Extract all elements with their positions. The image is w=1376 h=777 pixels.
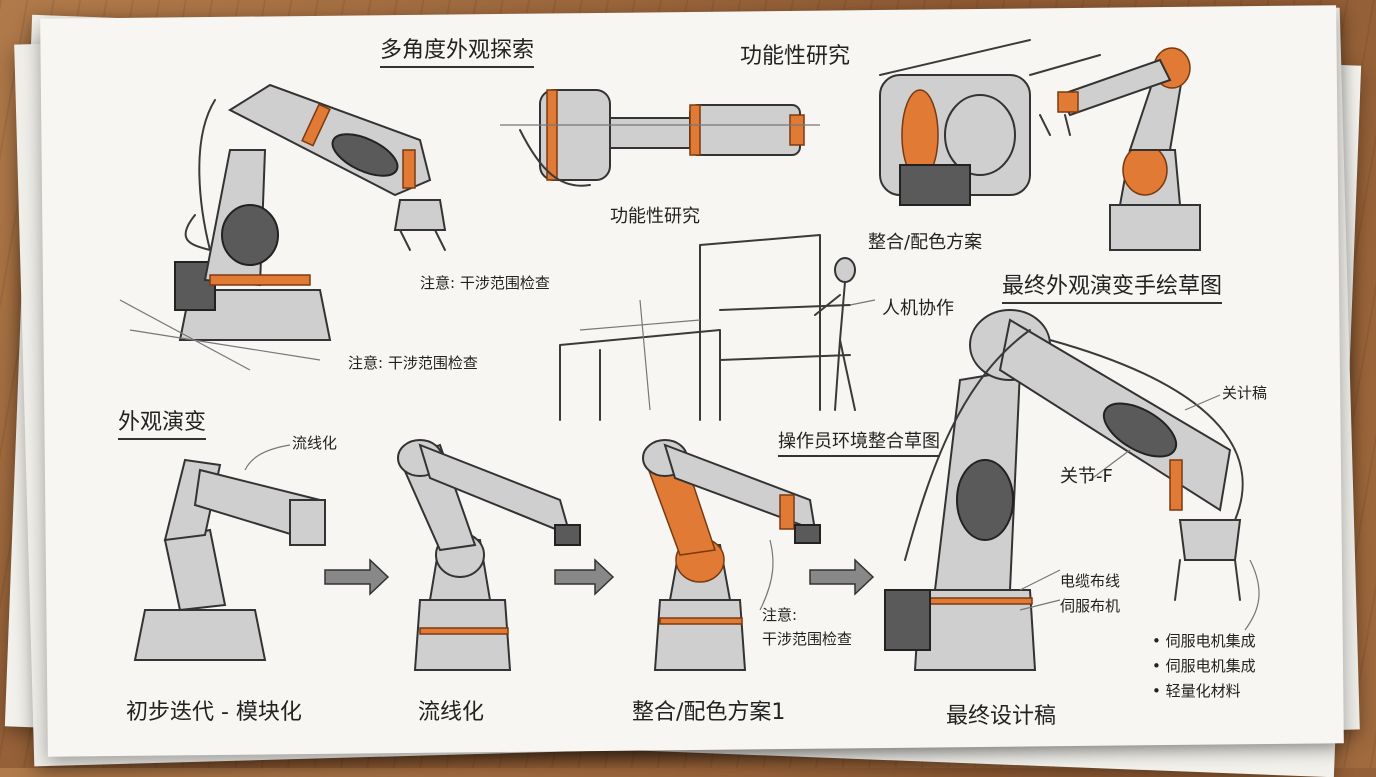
stage-label-1: 初步迭代 - 模块化 <box>126 700 302 725</box>
joint-cross-section-sketch <box>879 39 1101 206</box>
note-interference-1: 注意: 干涉范围检查 <box>420 274 550 292</box>
robot-evolution-1 <box>133 458 326 661</box>
feature-item-3: • 轻量化材料 <box>1152 682 1241 700</box>
callout-key-draft: 关计稿 <box>1222 384 1268 402</box>
note-interference-3-line2: 干涉范围检查 <box>762 630 853 648</box>
robot-evolution-final <box>884 309 1244 671</box>
stage-label-4: 最终设计稿 <box>946 704 1057 729</box>
callout-joint-f: 关节-F <box>1060 466 1113 487</box>
title-multi-angle: 多角度外观探索 <box>380 32 535 68</box>
robot-arm-sketch-topleft <box>119 83 447 371</box>
robot-arm-sketch-horizontal <box>500 89 820 187</box>
callout-servo-routing: 伺服布机 <box>1060 597 1121 615</box>
note-integration-color: 整合/配色方案 <box>868 232 983 253</box>
evolution-arrows <box>324 558 875 596</box>
robot-arm-sketch-topright <box>1039 47 1201 251</box>
workbench-sketch <box>559 234 856 421</box>
stage-label-3: 整合/配色方案1 <box>632 700 786 725</box>
note-interference-3-line1: 注意: <box>762 606 798 624</box>
callout-cable-routing: 电缆布线 <box>1060 572 1121 590</box>
title-functional-mid: 功能性研究 <box>610 206 700 227</box>
robot-evolution-3 <box>642 439 821 671</box>
callout-lines <box>244 299 1260 631</box>
note-interference-2: 注意: 干涉范围检查 <box>348 354 478 372</box>
title-functional-top: 功能性研究 <box>740 44 851 69</box>
title-appearance-evolution: 外观演变 <box>118 404 207 440</box>
note-human-robot: 人机协作 <box>882 298 954 319</box>
robot-evolution-2 <box>397 439 581 671</box>
title-final-evolution: 最终外观演变手绘草图 <box>1002 268 1223 304</box>
feature-item-1: • 伺服电机集成 <box>1152 632 1256 650</box>
stage-label-2: 流线化 <box>418 700 485 725</box>
title-operator-env: 操作员环境整合草图 <box>778 427 940 457</box>
feature-item-2: • 伺服电机集成 <box>1152 657 1256 675</box>
callout-streamline: 流线化 <box>292 434 338 452</box>
